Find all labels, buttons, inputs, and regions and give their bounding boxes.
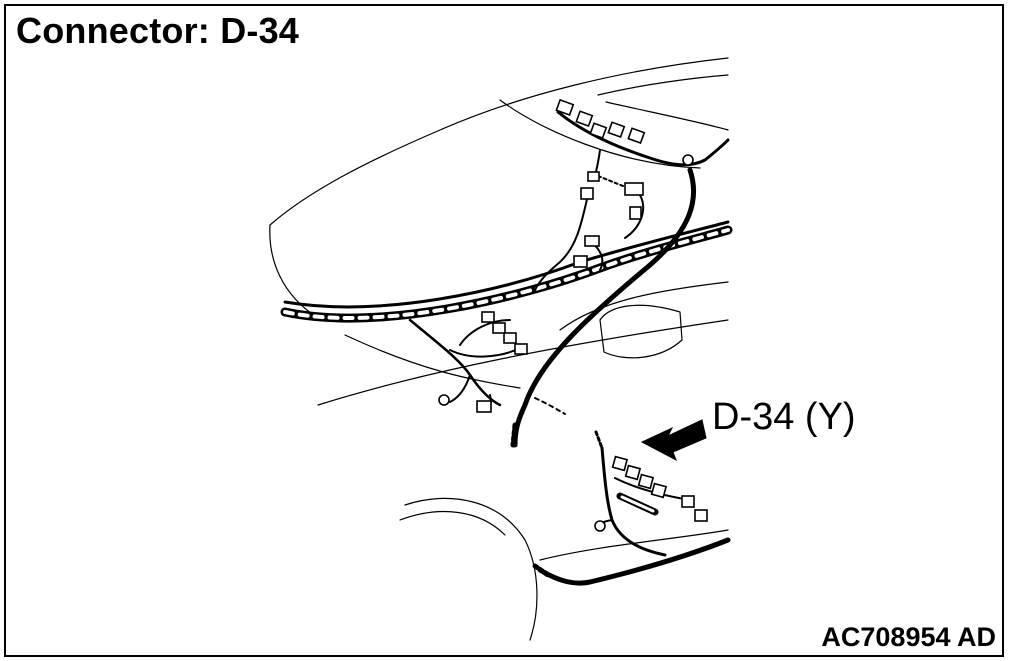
- lower-clip-inner: [620, 495, 655, 513]
- connector: [492, 322, 506, 334]
- connector: [555, 98, 575, 117]
- ground-terminal: [594, 520, 606, 532]
- ground-terminal: [438, 394, 450, 406]
- door-sill-line: [317, 319, 729, 406]
- connector: [573, 255, 588, 268]
- connector: [629, 206, 642, 220]
- connector: [481, 311, 495, 323]
- upper-branch: [556, 110, 730, 167]
- pillar-harness: [512, 167, 697, 448]
- ip-harness-inner: [283, 228, 730, 320]
- connector: [476, 400, 492, 413]
- connector: [607, 121, 626, 139]
- center-console-line: [344, 334, 521, 389]
- connector: [637, 473, 655, 490]
- figure-code: AC708954 AD: [821, 622, 996, 652]
- center-cluster-branch: [459, 319, 511, 346]
- dotted-link: [597, 175, 629, 189]
- dashboard-outline: [269, 57, 729, 226]
- connector: [681, 495, 695, 508]
- fender-line: [399, 510, 506, 536]
- callout-arrow: [640, 419, 707, 462]
- connector-group: [438, 98, 708, 532]
- connector: [624, 464, 642, 481]
- connector: [589, 122, 608, 140]
- connector-callout-label: D-34 (Y): [712, 396, 856, 438]
- bottom-left-lead: [449, 374, 471, 403]
- pillar-harness-dash: [510, 422, 518, 448]
- floor-harness: [537, 537, 731, 586]
- floor-harness-dash: [532, 563, 551, 578]
- connector: [587, 171, 600, 182]
- dashboard-top-edge: [269, 224, 319, 319]
- a-pillar-lower: [605, 101, 729, 131]
- connector: [584, 235, 600, 247]
- connector: [650, 482, 668, 499]
- lower-harness-dash: [594, 430, 604, 450]
- connector: [503, 332, 517, 344]
- a-pillar-line: [597, 74, 729, 96]
- door-panel-line: [559, 281, 729, 331]
- center-dotted: [534, 397, 566, 415]
- connector: [624, 182, 644, 196]
- connector: [611, 455, 629, 472]
- ip-harness-outer: [280, 225, 733, 323]
- dashboard-contour: [499, 99, 701, 169]
- connector: [627, 127, 646, 145]
- connector: [694, 509, 708, 522]
- connector: [580, 187, 594, 200]
- side-mirror: [599, 304, 683, 359]
- connector: [575, 110, 594, 128]
- wheel-arch: [404, 497, 538, 641]
- connector: [514, 343, 528, 355]
- diagram-title: Connector: D-34: [16, 10, 300, 51]
- mid-branch-1: [534, 194, 589, 291]
- center-cluster-loop: [449, 347, 521, 358]
- ground-terminal: [682, 154, 694, 166]
